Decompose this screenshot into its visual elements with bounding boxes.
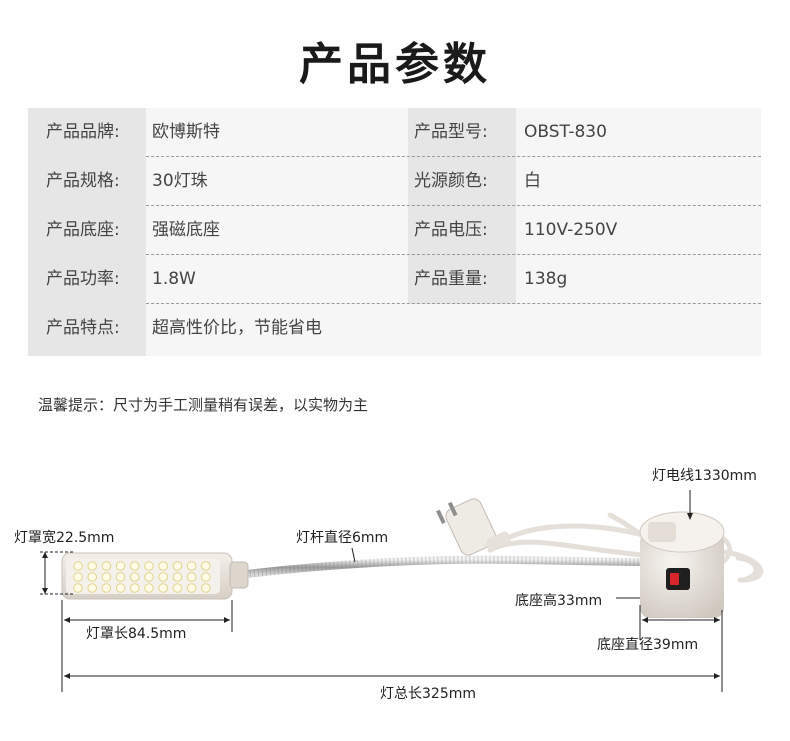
led-bead: [201, 572, 211, 582]
measurement-note: 温馨提示：尺寸为手工测量稍有误差，以实物为主: [38, 396, 369, 414]
led-bead: [201, 583, 211, 593]
cable-length-label: 灯电线1330mm: [652, 468, 757, 484]
led-bead: [87, 561, 97, 571]
gooseneck-rod: [234, 555, 654, 579]
spec-value: 白: [516, 157, 761, 206]
led-bead: [73, 561, 83, 571]
spec-label: 产品特点:: [28, 304, 146, 356]
led-bead: [186, 561, 197, 571]
page-title: 产品参数: [299, 39, 491, 90]
led-bead: [186, 583, 197, 593]
led-bead: [144, 572, 154, 582]
row-divider: [146, 156, 761, 157]
led-bead: [101, 572, 112, 582]
spec-row-brand: 产品品牌: 欧博斯特 产品型号: OBST-830: [28, 108, 761, 157]
led-bead: [87, 572, 97, 582]
spec-label: 产品功率:: [28, 255, 146, 304]
spec-table: 产品品牌: 欧博斯特 产品型号: OBST-830 产品规格: 30灯珠 光源颜…: [28, 108, 761, 356]
spec-label: 产品型号:: [408, 108, 516, 157]
spec-label: 产品电压:: [408, 206, 516, 255]
led-bead: [130, 561, 140, 571]
led-bead: [158, 561, 168, 571]
spec-value: 欧博斯特: [146, 108, 408, 157]
led-bead: [172, 561, 183, 571]
base-diameter-label: 底座直径39mm: [597, 637, 699, 653]
led-bead: [73, 583, 83, 593]
lamp-illustration: [40, 490, 764, 692]
row-divider: [146, 205, 761, 206]
spec-value: 超高性价比，节能省电: [146, 304, 761, 356]
led-bead: [101, 561, 112, 571]
led-bead: [158, 583, 168, 593]
led-bead: [115, 561, 126, 571]
led-bead: [144, 561, 154, 571]
spec-value: 强磁底座: [146, 206, 408, 255]
row-divider: [146, 254, 761, 255]
spec-value: 110V-250V: [516, 206, 761, 255]
plug-icon: [436, 498, 511, 556]
spec-label: 产品规格:: [28, 157, 146, 206]
spec-row-power: 产品功率: 1.8W 产品重量: 138g: [28, 255, 761, 304]
led-bead: [101, 583, 112, 593]
total-length-label: 灯总长325mm: [380, 686, 476, 702]
row-divider: [146, 303, 761, 304]
led-array: [73, 561, 211, 593]
spec-value: 30灯珠: [146, 157, 408, 206]
led-bead: [115, 572, 126, 582]
led-bead: [115, 583, 126, 593]
led-bead: [144, 583, 154, 593]
spec-row-feature: 产品特点: 超高性价比，节能省电: [28, 304, 761, 356]
spec-label: 产品底座:: [28, 206, 146, 255]
led-bead: [158, 572, 168, 582]
spec-row-base: 产品底座: 强磁底座 产品电压: 110V-250V: [28, 206, 761, 255]
spec-value: 138g: [516, 255, 761, 304]
led-bead: [87, 583, 97, 593]
led-bead: [172, 583, 183, 593]
spec-label: 产品品牌:: [28, 108, 146, 157]
spec-value: OBST-830: [516, 108, 761, 157]
led-bead: [130, 572, 140, 582]
spec-label: 产品重量:: [408, 255, 516, 304]
spec-row-spec: 产品规格: 30灯珠 光源颜色: 白: [28, 157, 761, 206]
led-bead: [73, 572, 83, 582]
spec-label: 光源颜色:: [408, 157, 516, 206]
rod-diameter-label: 灯杆直径6mm: [296, 530, 389, 546]
lamp-dimension-diagram: 灯电线1330mm 灯罩宽22.5mm 灯杆直径6mm 底座高33mm 灯罩长8…: [0, 440, 790, 740]
shade-length-label: 灯罩长84.5mm: [86, 626, 187, 642]
led-bead: [130, 583, 140, 593]
arrowheads: [42, 513, 720, 679]
spec-value: 1.8W: [146, 255, 408, 304]
magnetic-base: [639, 511, 725, 618]
base-height-label: 底座高33mm: [515, 593, 603, 609]
dimension-lines: [40, 490, 723, 692]
shade-width-label: 灯罩宽22.5mm: [14, 530, 115, 546]
led-bead: [172, 572, 183, 582]
led-bead: [186, 572, 197, 582]
led-bead: [201, 561, 211, 571]
